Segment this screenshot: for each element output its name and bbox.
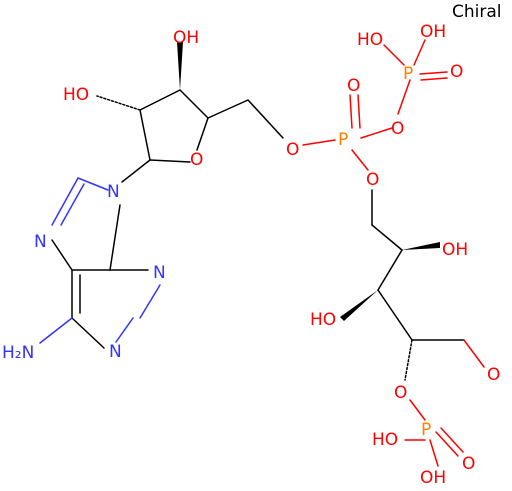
- bond-c1-c2r: [371, 224, 403, 251]
- bond-c4-n9: [109, 204, 121, 271]
- bond-pg-oh2: [429, 439, 439, 467]
- wedge-c2-oh: [177, 42, 183, 90]
- bond-c4-c1: [139, 109, 151, 161]
- atom-o-ring: O: [190, 150, 203, 170]
- hash-c4r-o: [404, 339, 413, 381]
- atom-oh-pg1: HO: [372, 430, 398, 450]
- bond-c3r-c4r: [377, 289, 413, 341]
- bond-pa-or: [351, 149, 369, 171]
- atom-o-ribose: O: [366, 170, 379, 190]
- bond-c2-c3: [179, 89, 209, 119]
- bond-obr-pb: [397, 79, 411, 115]
- atom-oh-c3: OH: [173, 28, 199, 48]
- atom-n9: N: [107, 182, 120, 202]
- bond-pa-o-dbl: [349, 94, 353, 129]
- wedge-c2r-oh: [402, 242, 440, 250]
- bond-pb-o-dbl: [419, 71, 448, 75]
- atom-p-gamma: P: [421, 420, 431, 440]
- wedge-c4-n9: [121, 159, 151, 183]
- atom-o-pg-dbl: O: [462, 454, 475, 474]
- atom-p-alpha: P: [338, 130, 348, 150]
- atom-o5: O: [286, 140, 299, 160]
- bond-n7-c5: [51, 239, 73, 271]
- atom-oh-pg2: OH: [420, 468, 446, 488]
- atom-n3: N: [153, 263, 166, 283]
- atom-n7: N: [34, 232, 47, 252]
- atom-oh-c2: HO: [63, 85, 89, 105]
- atom-oh-pb2: OH: [420, 22, 446, 42]
- bond-o-c4: [149, 159, 191, 163]
- bond-pb-oh1: [383, 44, 405, 66]
- bond-c1-c2: [139, 89, 181, 111]
- chiral-label: Chiral: [452, 2, 502, 22]
- bond-pg-o-dbl-2: [440, 427, 464, 453]
- atom-o-r2: O: [394, 383, 407, 403]
- bond-pg-o-dbl: [435, 431, 459, 457]
- bond-c5-o5: [247, 99, 284, 139]
- bond-pb-oh2: [413, 39, 426, 66]
- bond-pb-o-dbl-2: [420, 77, 448, 81]
- atom-oh-r4: OH: [442, 240, 468, 260]
- bond-pa-o-dbl-2: [357, 94, 361, 129]
- atom-oh-r3: HO: [310, 310, 336, 330]
- bond-n9-c8: [77, 177, 109, 191]
- bond-c2r-c3r: [377, 249, 403, 291]
- atom-o-pb-dbl: O: [450, 62, 463, 82]
- bond-c8-n7: [51, 177, 79, 226]
- bond-c8-n7-double: [60, 183, 85, 226]
- bond-c6-nh2: [39, 317, 73, 344]
- atom-p-beta: P: [403, 64, 413, 84]
- atom-oh-pb1: HO: [357, 30, 383, 50]
- hash-c1-oh: [96, 95, 141, 111]
- atom-o-pa-dbl: O: [347, 76, 360, 96]
- bond-or2-pg: [409, 399, 426, 421]
- atom-o-ald: O: [487, 365, 500, 385]
- wedge-c3r-oh: [340, 290, 378, 321]
- atom-nh2: H₂N: [2, 343, 34, 363]
- wedge-c3-c5: [207, 99, 249, 119]
- atom-n1: N: [109, 342, 122, 362]
- bond-n3-c2: [139, 284, 161, 319]
- bond-n1-c6: [71, 317, 105, 349]
- atom-o-bridge: O: [391, 119, 404, 139]
- bond-ald-o: [463, 339, 485, 368]
- bond-o5-pa: [302, 139, 336, 146]
- bond-c3-o: [196, 117, 209, 151]
- bond-c2-n1: [115, 317, 134, 343]
- bond-pa-obr: [360, 127, 393, 139]
